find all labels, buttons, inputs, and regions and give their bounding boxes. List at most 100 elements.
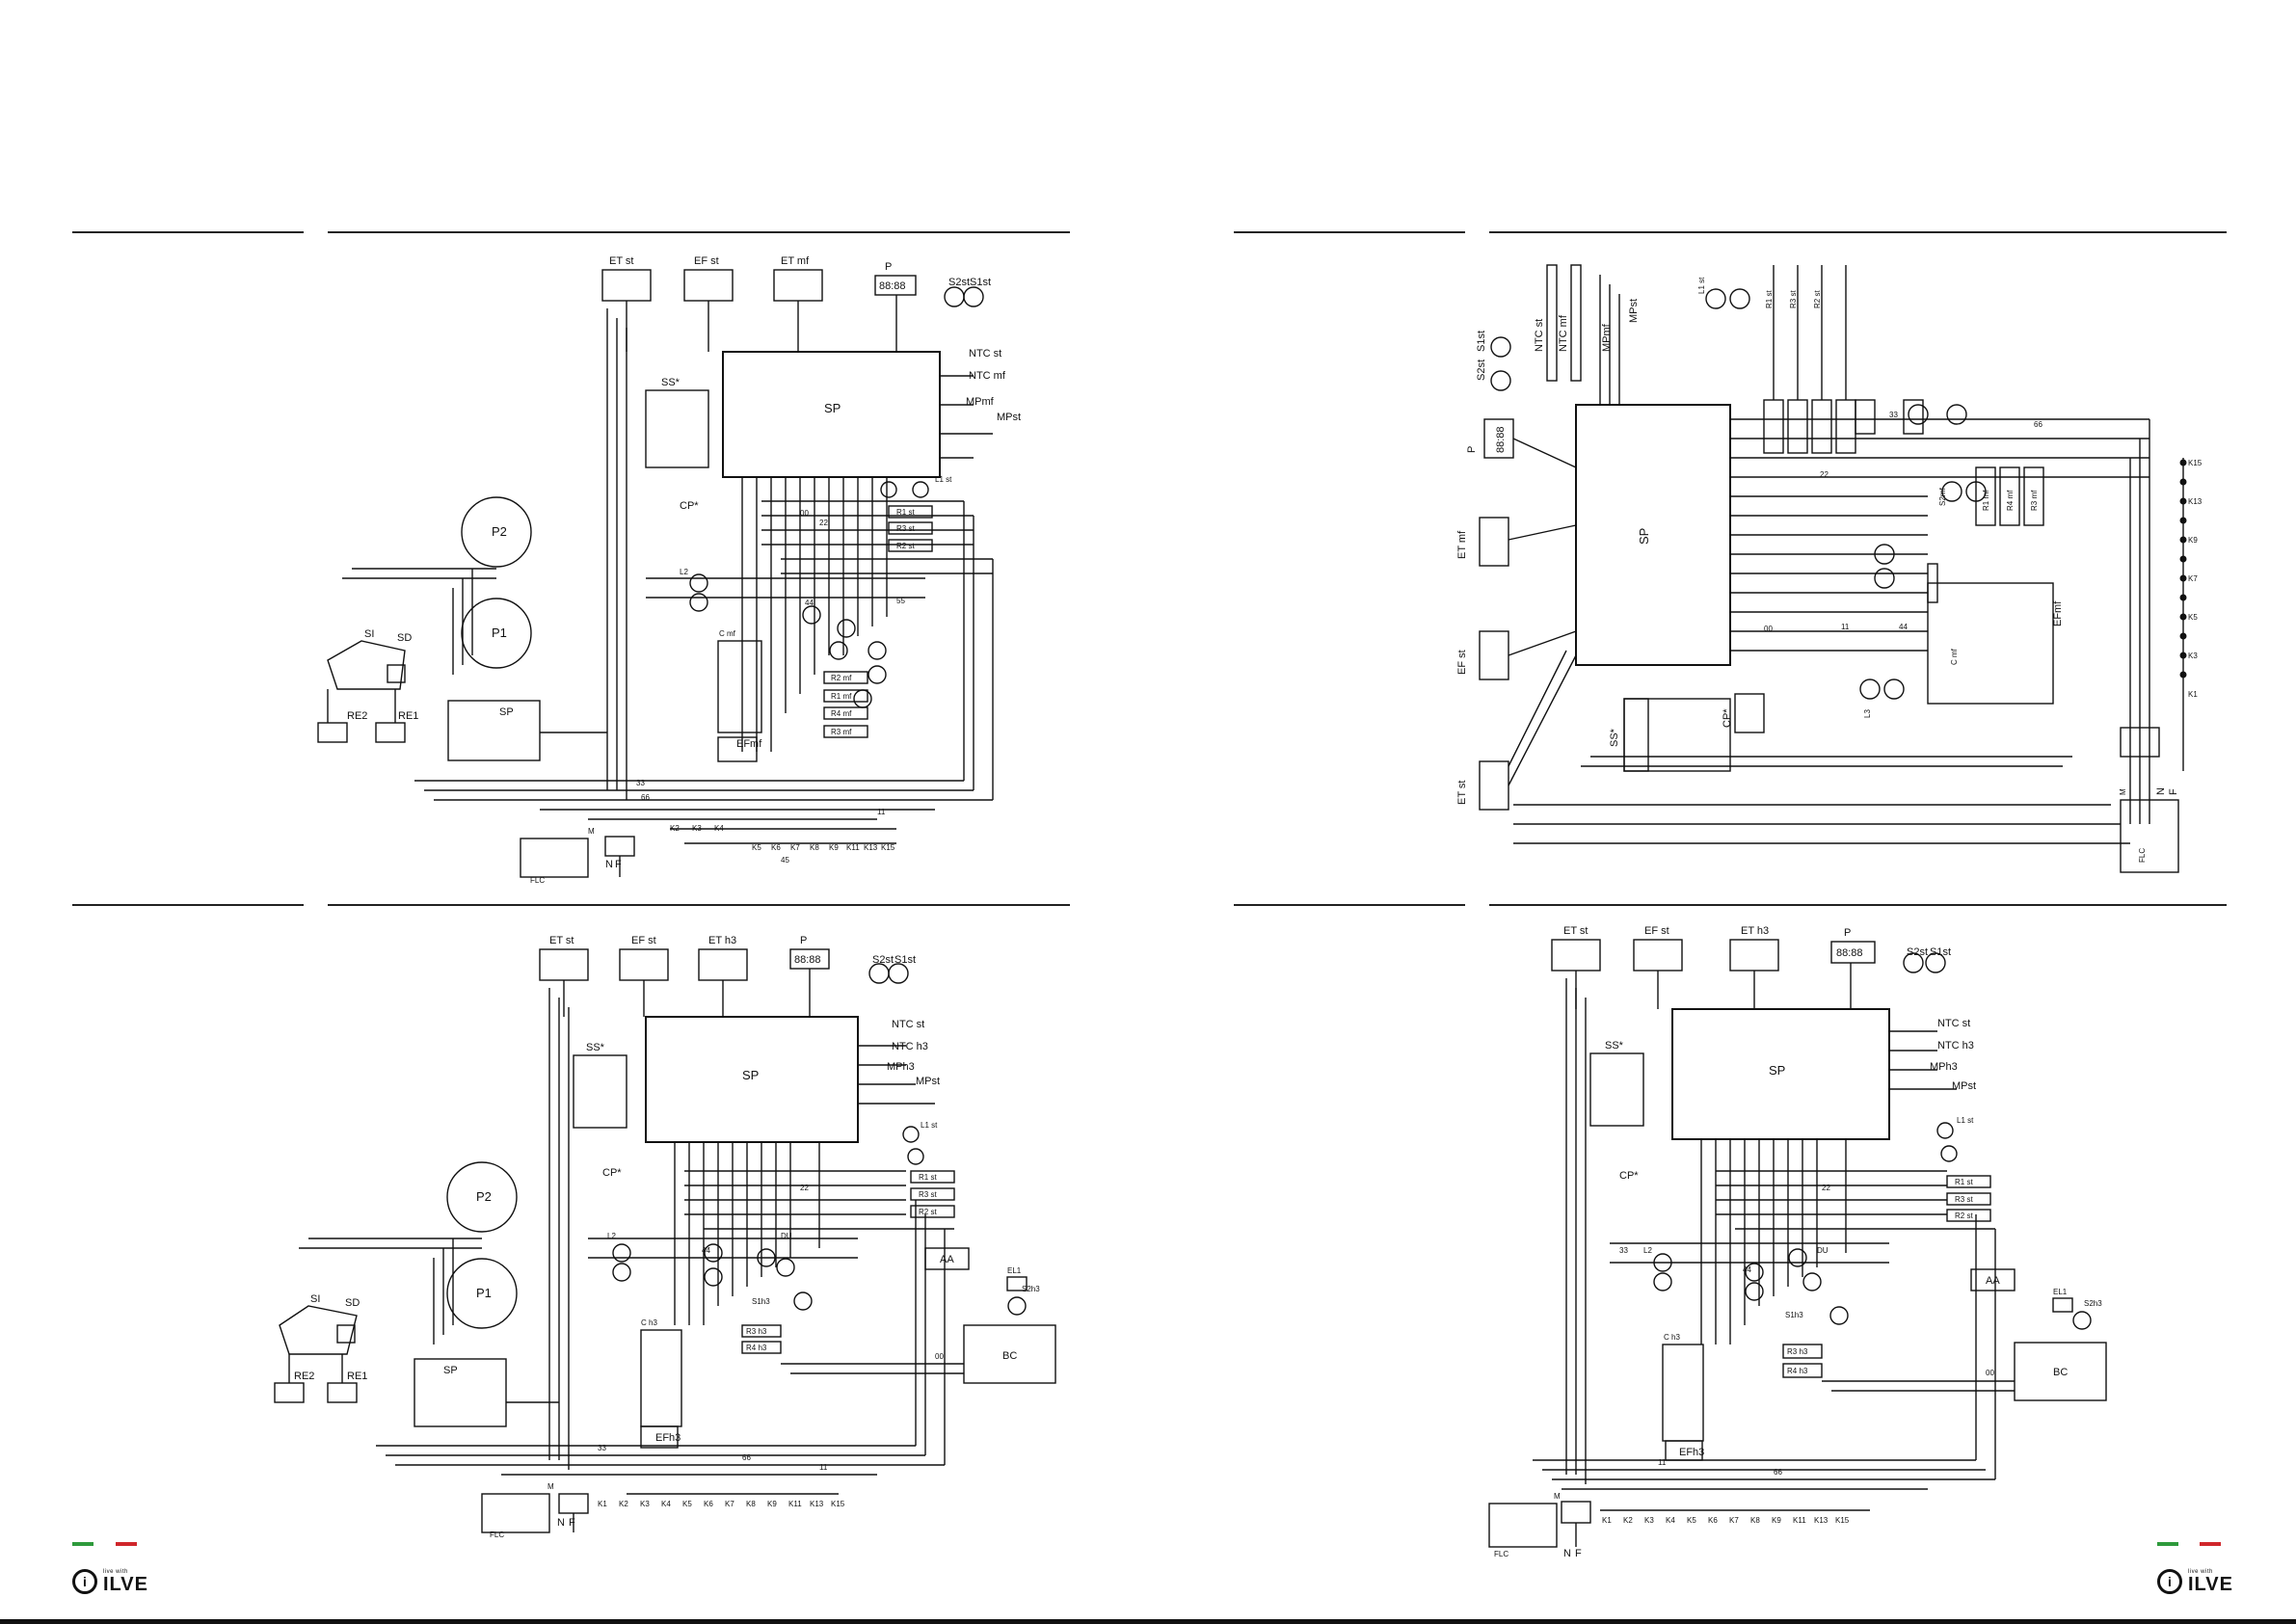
label-bc: BC <box>1002 1350 1017 1362</box>
label-mpmf: MPmf <box>966 396 995 408</box>
svg-text:K7: K7 <box>725 1500 734 1508</box>
header-rule-right-top-b <box>1489 231 2227 233</box>
label-wire-11: 11 <box>1658 1458 1667 1467</box>
label-cp: CP* <box>602 1167 622 1179</box>
label-re2: RE2 <box>294 1371 314 1382</box>
svg-text:K3: K3 <box>640 1500 650 1508</box>
svg-text:K13: K13 <box>2188 497 2203 506</box>
label-m: M <box>547 1482 554 1491</box>
label-s1st: S1st <box>894 954 916 966</box>
page-bottom-bar <box>0 1619 2296 1624</box>
label-m: M <box>2119 788 2127 795</box>
label-r1st: R1 st <box>896 508 915 517</box>
label-f: F <box>1575 1548 1582 1559</box>
svg-text:K9: K9 <box>767 1500 777 1508</box>
label-ss: SS* <box>1605 1040 1624 1052</box>
label-c-mf: C mf <box>719 629 736 638</box>
label-wire-00: 00 <box>1764 625 1773 633</box>
label-cp: CP* <box>1619 1170 1639 1182</box>
brand-mark-icon: i <box>2157 1569 2182 1594</box>
label-r3mf: R3 mf <box>831 728 852 736</box>
label-n: N <box>1563 1548 1571 1559</box>
label-efh3: EFh3 <box>655 1432 681 1444</box>
label-r1mf: R1 mf <box>831 692 852 701</box>
label-display: 88:88 <box>1495 426 1507 453</box>
label-wire-44: 44 <box>702 1246 710 1255</box>
svg-text:K2: K2 <box>670 824 680 833</box>
header-rule-right-top-a <box>1234 231 1465 233</box>
svg-text:K3: K3 <box>2188 652 2198 660</box>
label-r3st: R3 st <box>1789 290 1798 308</box>
label-m: M <box>1554 1492 1561 1501</box>
label-flc: FLC <box>1494 1550 1508 1558</box>
label-cp: CP* <box>680 500 699 512</box>
label-et-st: ET st <box>1456 781 1468 805</box>
label-ntc-h3: NTC h3 <box>892 1041 928 1052</box>
label-r4mf: R4 mf <box>831 709 852 718</box>
svg-text:K1: K1 <box>598 1500 607 1508</box>
label-wire-22: 22 <box>1822 1184 1830 1192</box>
label-du: DU <box>1817 1246 1829 1255</box>
svg-text:K8: K8 <box>810 843 819 852</box>
header-rule-left-top-a <box>72 231 304 233</box>
label-flc: FLC <box>530 876 545 885</box>
label-r1st: R1 st <box>919 1173 937 1182</box>
svg-text:K2: K2 <box>619 1500 628 1508</box>
label-ss: SS* <box>661 377 681 388</box>
label-ntc-st: NTC st <box>892 1019 924 1030</box>
svg-text:K7: K7 <box>1729 1516 1739 1525</box>
label-wire-22: 22 <box>800 1184 809 1192</box>
label-mph3: MPh3 <box>887 1061 915 1073</box>
label-l1st: L1 st <box>1957 1116 1974 1125</box>
label-p: P <box>1844 927 1851 939</box>
label-sd: SD <box>345 1297 360 1309</box>
label-s2h3: S2h3 <box>2084 1299 2102 1308</box>
brand-logo-left: i live with ILVE <box>72 1569 148 1594</box>
label-sp-main: SP <box>742 1068 759 1082</box>
flag-red-right <box>2200 1542 2221 1546</box>
label-r3st: R3 st <box>896 524 915 533</box>
label-r3h3: R3 h3 <box>746 1327 767 1336</box>
label-l1st: L1 st <box>935 475 952 484</box>
svg-text:K6: K6 <box>704 1500 713 1508</box>
label-et-st: ET st <box>1563 925 1588 937</box>
svg-text:K5: K5 <box>2188 613 2198 622</box>
label-et-mf: ET mf <box>781 255 810 267</box>
label-l2: L2 <box>680 568 688 576</box>
label-ntc-h3: NTC h3 <box>1937 1040 1974 1052</box>
terminal-strip-top-left: K2 K3 K4 K5 K6 K7 K8 K9 K11 K13 K15 <box>670 824 895 852</box>
label-et-h3: ET h3 <box>1741 925 1769 937</box>
label-efmf: EFmf <box>736 738 762 750</box>
label-wire-45: 45 <box>781 856 789 865</box>
svg-text:K1: K1 <box>2188 690 2198 699</box>
label-s2st: S2st <box>948 277 970 288</box>
svg-text:K5: K5 <box>682 1500 692 1508</box>
svg-text:K8: K8 <box>746 1500 756 1508</box>
label-s1st: S1st <box>970 277 991 288</box>
label-ef-st: EF st <box>1456 650 1468 675</box>
label-s2st: S2st <box>1907 946 1928 958</box>
label-flc: FLC <box>490 1531 504 1539</box>
terminal-strip-top-right: K15 K13 K9 K7 K5 K3 K1 <box>2188 459 2203 699</box>
svg-text:K11: K11 <box>846 843 860 852</box>
label-mpst: MPst <box>1628 299 1640 323</box>
label-re2: RE2 <box>347 710 367 722</box>
label-display: 88:88 <box>879 280 906 292</box>
header-rule-right-bottom-b <box>1489 904 2227 906</box>
svg-text:K15: K15 <box>881 843 895 852</box>
label-ef-st: EF st <box>1644 925 1669 937</box>
label-el1: EL1 <box>1007 1266 1022 1275</box>
label-wire-55: 55 <box>896 597 905 605</box>
label-aa: AA <box>940 1254 954 1265</box>
label-wire-22: 22 <box>819 519 828 527</box>
svg-text:K8: K8 <box>1750 1516 1760 1525</box>
label-p1: P1 <box>476 1286 492 1300</box>
label-r4h3: R4 h3 <box>1787 1367 1808 1375</box>
label-r3mf: R3 mf <box>2030 490 2039 511</box>
label-f: F <box>569 1517 575 1529</box>
label-s2h3: S2h3 <box>1022 1285 1040 1293</box>
label-f: F <box>2168 788 2179 795</box>
brand-logo-right: i live with ILVE <box>2157 1569 2233 1594</box>
svg-text:K1: K1 <box>1602 1516 1612 1525</box>
label-l1st: L1 st <box>1697 277 1706 294</box>
